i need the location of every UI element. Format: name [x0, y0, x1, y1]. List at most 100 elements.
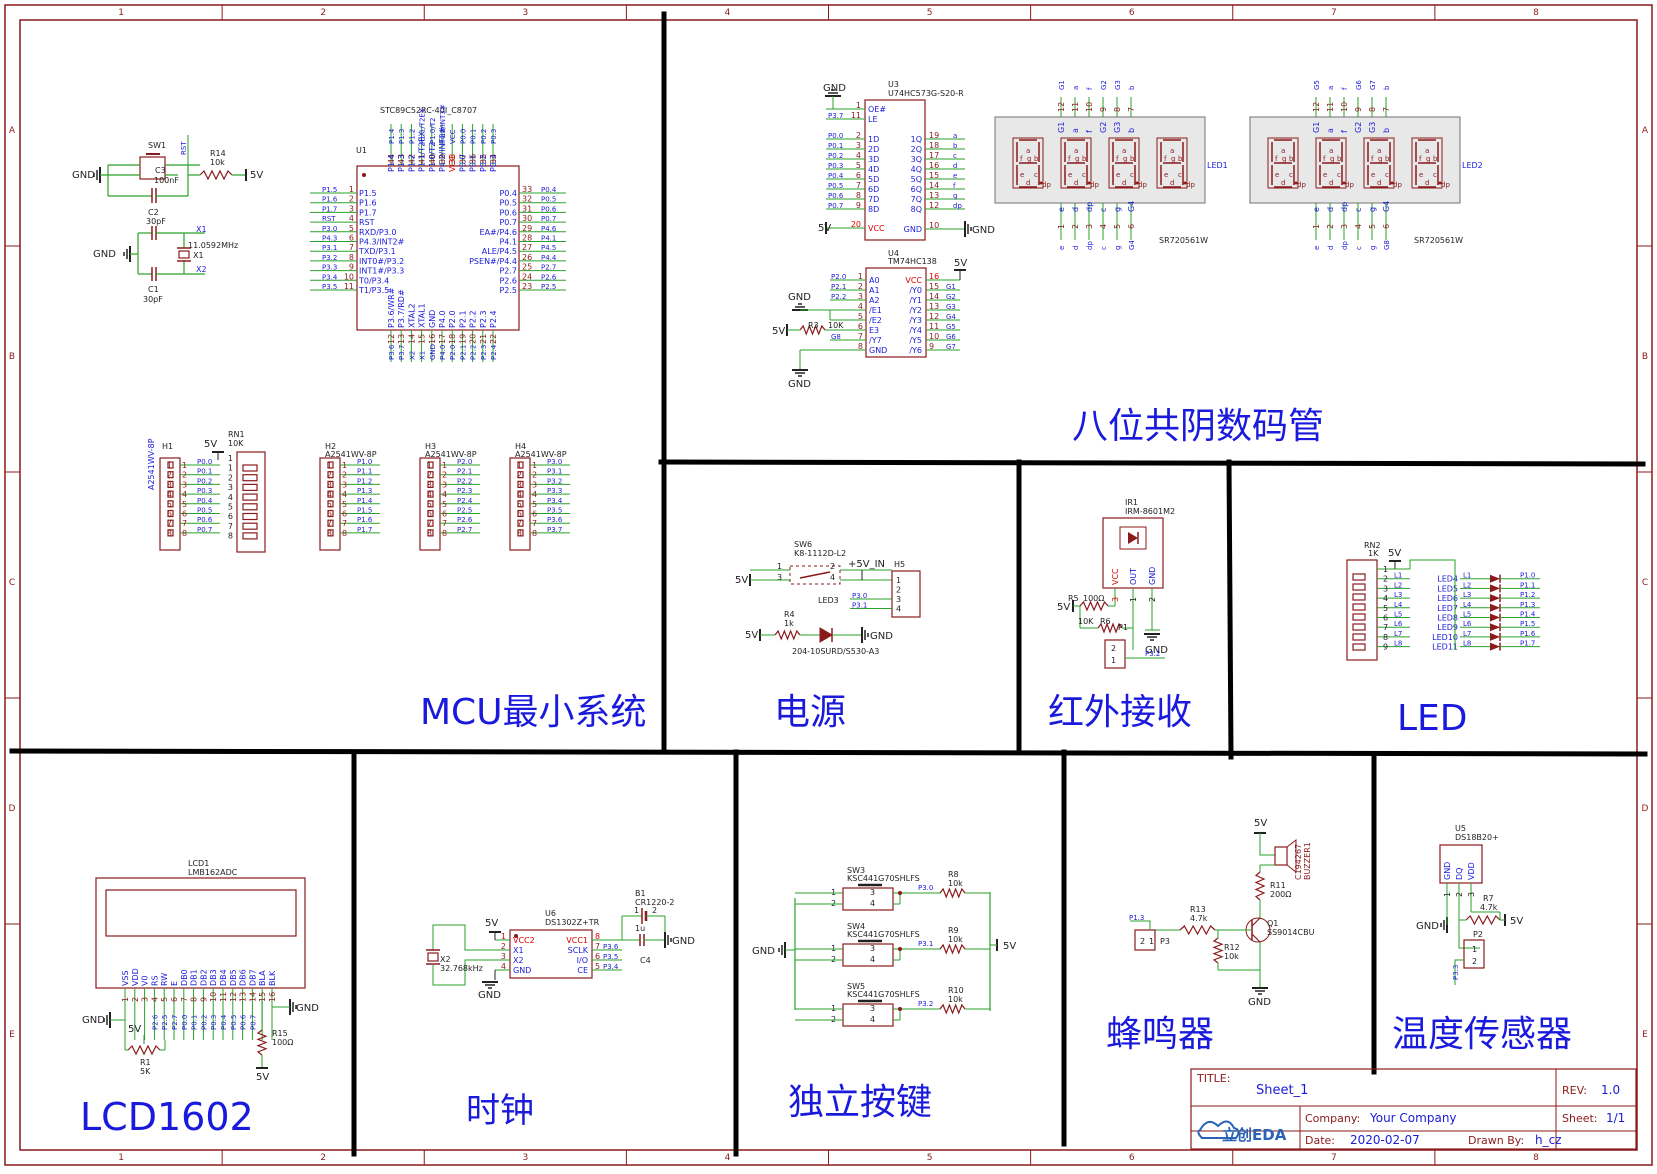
led-ref: LED11	[1432, 643, 1458, 652]
led-diode	[1490, 632, 1500, 641]
u1-right-pin: PSEN#/P4.4	[469, 257, 517, 266]
header-pin-num: 8	[532, 529, 537, 538]
gnd-label: GND	[93, 249, 116, 260]
rn2-net: L8	[1394, 640, 1402, 648]
section-title-ir: 红外接收	[1048, 692, 1192, 733]
wire	[1454, 959, 1464, 985]
u3-right-pin: GND	[904, 225, 922, 234]
u6-right-pin: VCC1	[566, 936, 588, 945]
dp-dot	[1135, 181, 1139, 185]
header-pin-num: 2	[532, 471, 537, 480]
rn1-pin: 1	[228, 464, 233, 473]
lcd-pin-name: DB0	[180, 969, 189, 986]
section-title-clock: 时钟	[466, 1091, 534, 1131]
seg-g: g	[1123, 155, 1127, 163]
sw-body	[842, 943, 894, 967]
header-net: P3.3	[547, 487, 562, 495]
bottom-pin-num: 1	[1057, 224, 1066, 229]
seg-g: g	[1282, 155, 1286, 163]
lcd-pin-name: BLA	[258, 970, 267, 986]
row-label-left: E	[9, 1030, 15, 1040]
u3-right-net: d	[953, 162, 957, 170]
u1-left-net: P3.1	[322, 244, 337, 252]
u3-right-num: 13	[929, 191, 939, 200]
q1-ref: Q1	[1267, 919, 1278, 928]
u3-right-num: 14	[929, 181, 939, 190]
header-net: P2.2	[457, 477, 472, 485]
u1-left-num: 8	[349, 253, 354, 262]
lcd-pin-num: 6	[170, 997, 179, 1002]
led-net: L7	[1463, 630, 1471, 638]
u4-left-pin: A2	[869, 296, 880, 305]
x2-net: X2	[196, 265, 207, 274]
header-pin	[427, 509, 434, 518]
u1-right-num: 33	[522, 185, 532, 194]
buzzer-section: 5VBUZZER1C194267R11200ΩQ1SS9014CBUR134.7…	[1129, 818, 1315, 1008]
row-label-right: E	[1642, 1030, 1648, 1040]
header-pin	[427, 500, 434, 508]
led-ref: LED8	[1437, 614, 1458, 623]
u1-left-num: 7	[349, 243, 354, 252]
r5	[1079, 600, 1109, 612]
top-pin-name: a	[1326, 128, 1335, 133]
u1-right-num: 29	[522, 224, 532, 233]
top-pin-name: G1	[1057, 122, 1066, 133]
r13	[1179, 924, 1216, 936]
column-label-bottom: 5	[927, 1153, 933, 1163]
u6-left-pin: GND	[513, 966, 531, 975]
u1-top-pin: P1.0/T2	[428, 142, 437, 172]
bottom-pin-name: e	[1057, 207, 1066, 212]
dp-dot	[1294, 181, 1298, 185]
top-net: G3	[1114, 80, 1122, 90]
u6-right-num: 8	[595, 932, 600, 941]
seg-a: a	[1170, 147, 1174, 155]
ground-symbol	[964, 221, 972, 237]
gnd-label: GND	[870, 631, 893, 642]
header-net: P1.1	[357, 468, 372, 476]
bottom-pin-name: c	[1099, 208, 1108, 212]
header-pin	[327, 461, 334, 469]
seg-a: a	[1425, 147, 1429, 155]
pin1-marker	[514, 934, 518, 938]
led-p-net: P1.7	[1520, 640, 1535, 648]
seg-e: e	[1068, 171, 1072, 179]
rn1-pin: 7	[228, 522, 233, 531]
sw6-ref: SW6	[794, 540, 812, 549]
bottom-net: d	[1327, 246, 1335, 250]
bottom-net: g	[1114, 246, 1122, 250]
x2-body	[427, 952, 439, 962]
header-pin-num: 8	[182, 529, 187, 538]
rn2-pin: 8	[1383, 633, 1388, 642]
u6-right-net: P3.6	[603, 943, 619, 951]
ir-window	[1119, 526, 1147, 550]
header-pin-num: 7	[442, 519, 447, 528]
key-resistor	[939, 887, 966, 899]
u4-right-num: 12	[929, 312, 939, 321]
u1-ref: U1	[356, 146, 367, 155]
led-ref: LED4	[1437, 575, 1458, 584]
u3-left-num: 1	[856, 101, 861, 110]
u4-right-num: 15	[929, 282, 939, 291]
lcd-pin-num: 7	[180, 997, 189, 1002]
digit-segments	[1064, 139, 1088, 188]
header-net: P0.5	[197, 507, 212, 515]
rn2-net: L1	[1394, 572, 1402, 580]
u1-left-pin: TXD/P3.1	[358, 247, 396, 256]
u1-left-num: 3	[349, 204, 354, 213]
r7-val: 4.7k	[1480, 903, 1498, 912]
date-value: 2020-02-07	[1350, 1133, 1420, 1147]
u4-right-pin: /Y5	[909, 336, 922, 345]
u1-bottom-net: P2.0	[449, 345, 457, 360]
lcd-pin-name: VSS	[121, 970, 130, 986]
u3-left-num: 7	[856, 181, 861, 190]
u6-right-pin: SCLK	[568, 946, 589, 955]
seg-e: e	[1323, 171, 1327, 179]
u4-right-net: G3	[946, 303, 956, 311]
h5-pin: 4	[896, 605, 901, 614]
u3-left-pin: 2D	[868, 145, 879, 154]
r15-ref: R15	[272, 1029, 288, 1038]
header-net: P3.1	[547, 468, 562, 476]
seg-e: e	[1419, 171, 1423, 179]
